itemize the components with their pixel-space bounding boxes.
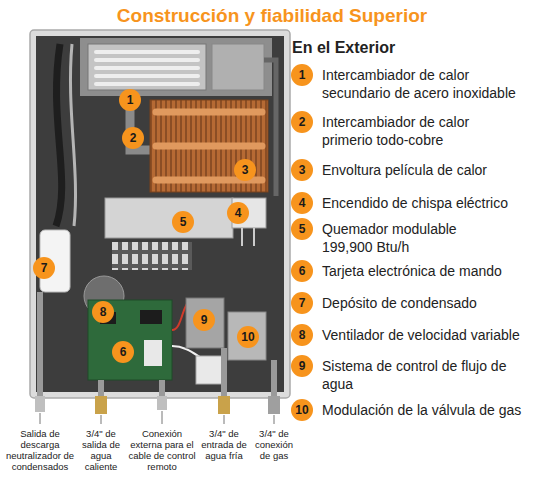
part-description: Ventilador de velocidad variable xyxy=(322,326,542,344)
callout-number: 1 xyxy=(299,69,306,81)
copper-tubes xyxy=(156,112,262,180)
callout-badge: 5 xyxy=(172,211,194,233)
callout-number: 3 xyxy=(299,164,306,176)
callout-badge: 7 xyxy=(291,292,313,314)
callout-number: 4 xyxy=(299,197,306,209)
callout-number: 9 xyxy=(201,314,208,326)
part-description: Envoltura película de calor xyxy=(322,161,542,179)
electrode xyxy=(241,228,243,246)
electrode xyxy=(253,228,255,246)
section-heading: En el Exterior xyxy=(292,38,395,58)
callout-badge: 3 xyxy=(291,159,313,181)
flue-box xyxy=(212,44,264,90)
flow-sensor xyxy=(186,298,224,348)
part-description: Modulación de la válvula de gas xyxy=(322,401,542,419)
part-description: Quemador modulable 199,900 Btu/h xyxy=(322,220,472,256)
callout-badge: 8 xyxy=(92,301,114,323)
part-description: Sistema de control de flujo de agua xyxy=(322,357,522,393)
gas-stub xyxy=(268,396,280,414)
callout-number: 2 xyxy=(130,132,137,144)
callout-badge: 5 xyxy=(291,218,313,240)
part-description: Depósito de condensado xyxy=(322,294,542,312)
cold-stub xyxy=(218,396,230,414)
part-description: Intercambiador de calor secundario de ac… xyxy=(322,66,532,102)
callout-number: 3 xyxy=(242,164,249,176)
callout-number: 4 xyxy=(235,207,242,219)
callout-number: 5 xyxy=(180,216,187,228)
callout-badge: 2 xyxy=(291,111,313,133)
side-pipe xyxy=(264,60,276,196)
callout-number: 8 xyxy=(100,306,107,318)
callout-badge: 3 xyxy=(234,159,256,181)
callout-badge: 6 xyxy=(291,260,313,282)
burner-jets xyxy=(112,242,192,270)
callout-number: 2 xyxy=(299,116,306,128)
callout-badge: 4 xyxy=(291,192,313,214)
callout-number: 9 xyxy=(299,360,306,372)
connector xyxy=(144,340,162,366)
hot-stub xyxy=(95,396,107,414)
callout-badge: 10 xyxy=(291,399,313,421)
connection-label: 3/4" de conexión de gas xyxy=(251,428,297,461)
secondary-exchanger xyxy=(88,44,206,90)
part-description: Tarjeta electrónica de mando xyxy=(322,262,542,280)
callout-badge: 1 xyxy=(291,64,313,86)
part-description: Intercambiador de calor primerio todo-co… xyxy=(322,113,522,149)
callout-badge: 6 xyxy=(112,341,134,363)
hose xyxy=(56,44,62,226)
callout-badge: 1 xyxy=(119,89,141,111)
control-board xyxy=(88,300,172,380)
leader-lines xyxy=(40,411,274,424)
callout-number: 1 xyxy=(127,94,134,106)
burner xyxy=(105,198,233,238)
wire xyxy=(70,44,75,226)
callout-badge: 2 xyxy=(122,127,144,149)
cable-stub xyxy=(157,396,167,410)
callout-number: 5 xyxy=(299,223,306,235)
drain-stub xyxy=(35,396,45,412)
primary-exchanger xyxy=(150,100,268,192)
outlet-pipes xyxy=(40,292,274,398)
housing-interior xyxy=(36,36,284,392)
callout-number: 10 xyxy=(295,404,308,416)
callout-number: 7 xyxy=(41,262,48,274)
callout-badge: 10 xyxy=(237,326,259,348)
callout-number: 6 xyxy=(299,265,306,277)
housing xyxy=(30,30,290,398)
part-description: Encendido de chispa eléctrico xyxy=(322,194,542,212)
callout-badge: 8 xyxy=(291,324,313,346)
exchanger-tubes xyxy=(96,52,198,84)
connection-label: Salida de descarga neutralizador de cond… xyxy=(4,428,76,472)
callout-number: 8 xyxy=(299,329,306,341)
top-frame xyxy=(80,38,272,96)
diagram-title: Construcción y fiabilidad Superior xyxy=(117,4,427,28)
callout-number: 6 xyxy=(120,346,127,358)
callout-badge: 9 xyxy=(291,355,313,377)
callout-number: 7 xyxy=(299,297,306,309)
connection-label: 3/4" de entrada de agua fría xyxy=(201,428,247,461)
callout-badge: 7 xyxy=(33,257,55,279)
gas-valve xyxy=(228,312,266,360)
callout-badge: 4 xyxy=(227,202,249,224)
callout-number: 10 xyxy=(241,331,254,343)
callout-badge: 9 xyxy=(193,309,215,331)
chip xyxy=(140,310,162,324)
connection-label: Conexión externa para el cable de contro… xyxy=(125,428,199,472)
connection-label: 3/4" de salida de agua caliente xyxy=(79,428,123,472)
